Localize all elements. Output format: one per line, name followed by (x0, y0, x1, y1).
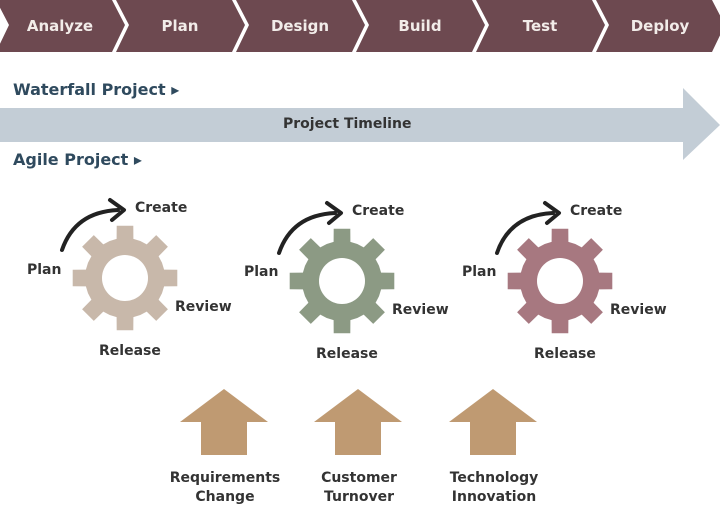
timeline-label: Project Timeline (283, 116, 412, 132)
up-arrow-icon (314, 389, 402, 455)
phase-plan: Plan (161, 17, 199, 35)
cycle1-release: Release (99, 343, 161, 359)
phase-analyze: Analyze (26, 17, 94, 35)
driver-line1: Requirements (169, 470, 281, 486)
cycle1-create: Create (135, 200, 188, 216)
gear-hole (537, 258, 583, 304)
driver-customer-turnover: Customer Turnover (289, 469, 429, 507)
driver-technology-innovation: Technology Innovation (424, 469, 564, 507)
driver-line2: Turnover (324, 489, 394, 505)
cycle2-plan: Plan (244, 264, 279, 280)
cycle1-review: Review (175, 299, 232, 315)
arrowhead-icon (543, 201, 561, 225)
waterfall-heading: Waterfall Project ▸ (13, 80, 180, 99)
agile-heading: Agile Project ▸ (13, 150, 142, 169)
driver-line2: Change (195, 489, 255, 505)
phase-chevron (596, 0, 720, 52)
phase-chevron (356, 0, 485, 52)
cycle3-create: Create (570, 203, 623, 219)
driver-line2: Innovation (451, 489, 537, 505)
cycle3-release: Release (534, 346, 596, 362)
cycle3-plan: Plan (462, 264, 497, 280)
phase-chevron (0, 0, 125, 52)
cycle1-plan: Plan (27, 262, 62, 278)
cycle-arrow-icon (495, 211, 555, 255)
driver-requirements-change: Requirements Change (155, 469, 295, 507)
gear-hole (319, 258, 365, 304)
phase-chevron (116, 0, 245, 52)
phase-design: Design (270, 17, 330, 35)
cycle-arrow-icon (60, 208, 120, 252)
driver-line1: Customer (321, 470, 397, 486)
driver-line1: Technology (449, 470, 539, 486)
up-arrow-icon (180, 389, 268, 455)
phase-build: Build (398, 17, 442, 35)
cycle2-release: Release (316, 346, 378, 362)
timeline-arrow (0, 88, 720, 160)
arrowhead-icon (108, 198, 126, 222)
cycle2-review: Review (392, 302, 449, 318)
cycle3-review: Review (610, 302, 667, 318)
cycle2-create: Create (352, 203, 405, 219)
gear-hole (102, 255, 148, 301)
up-arrow-icon (449, 389, 537, 455)
phase-deploy: Deploy (630, 17, 690, 35)
phase-test: Test (522, 17, 558, 35)
phase-chevron (476, 0, 605, 52)
cycle-arrow-icon (277, 211, 337, 255)
arrowhead-icon (325, 201, 343, 225)
phase-chevron (236, 0, 365, 52)
